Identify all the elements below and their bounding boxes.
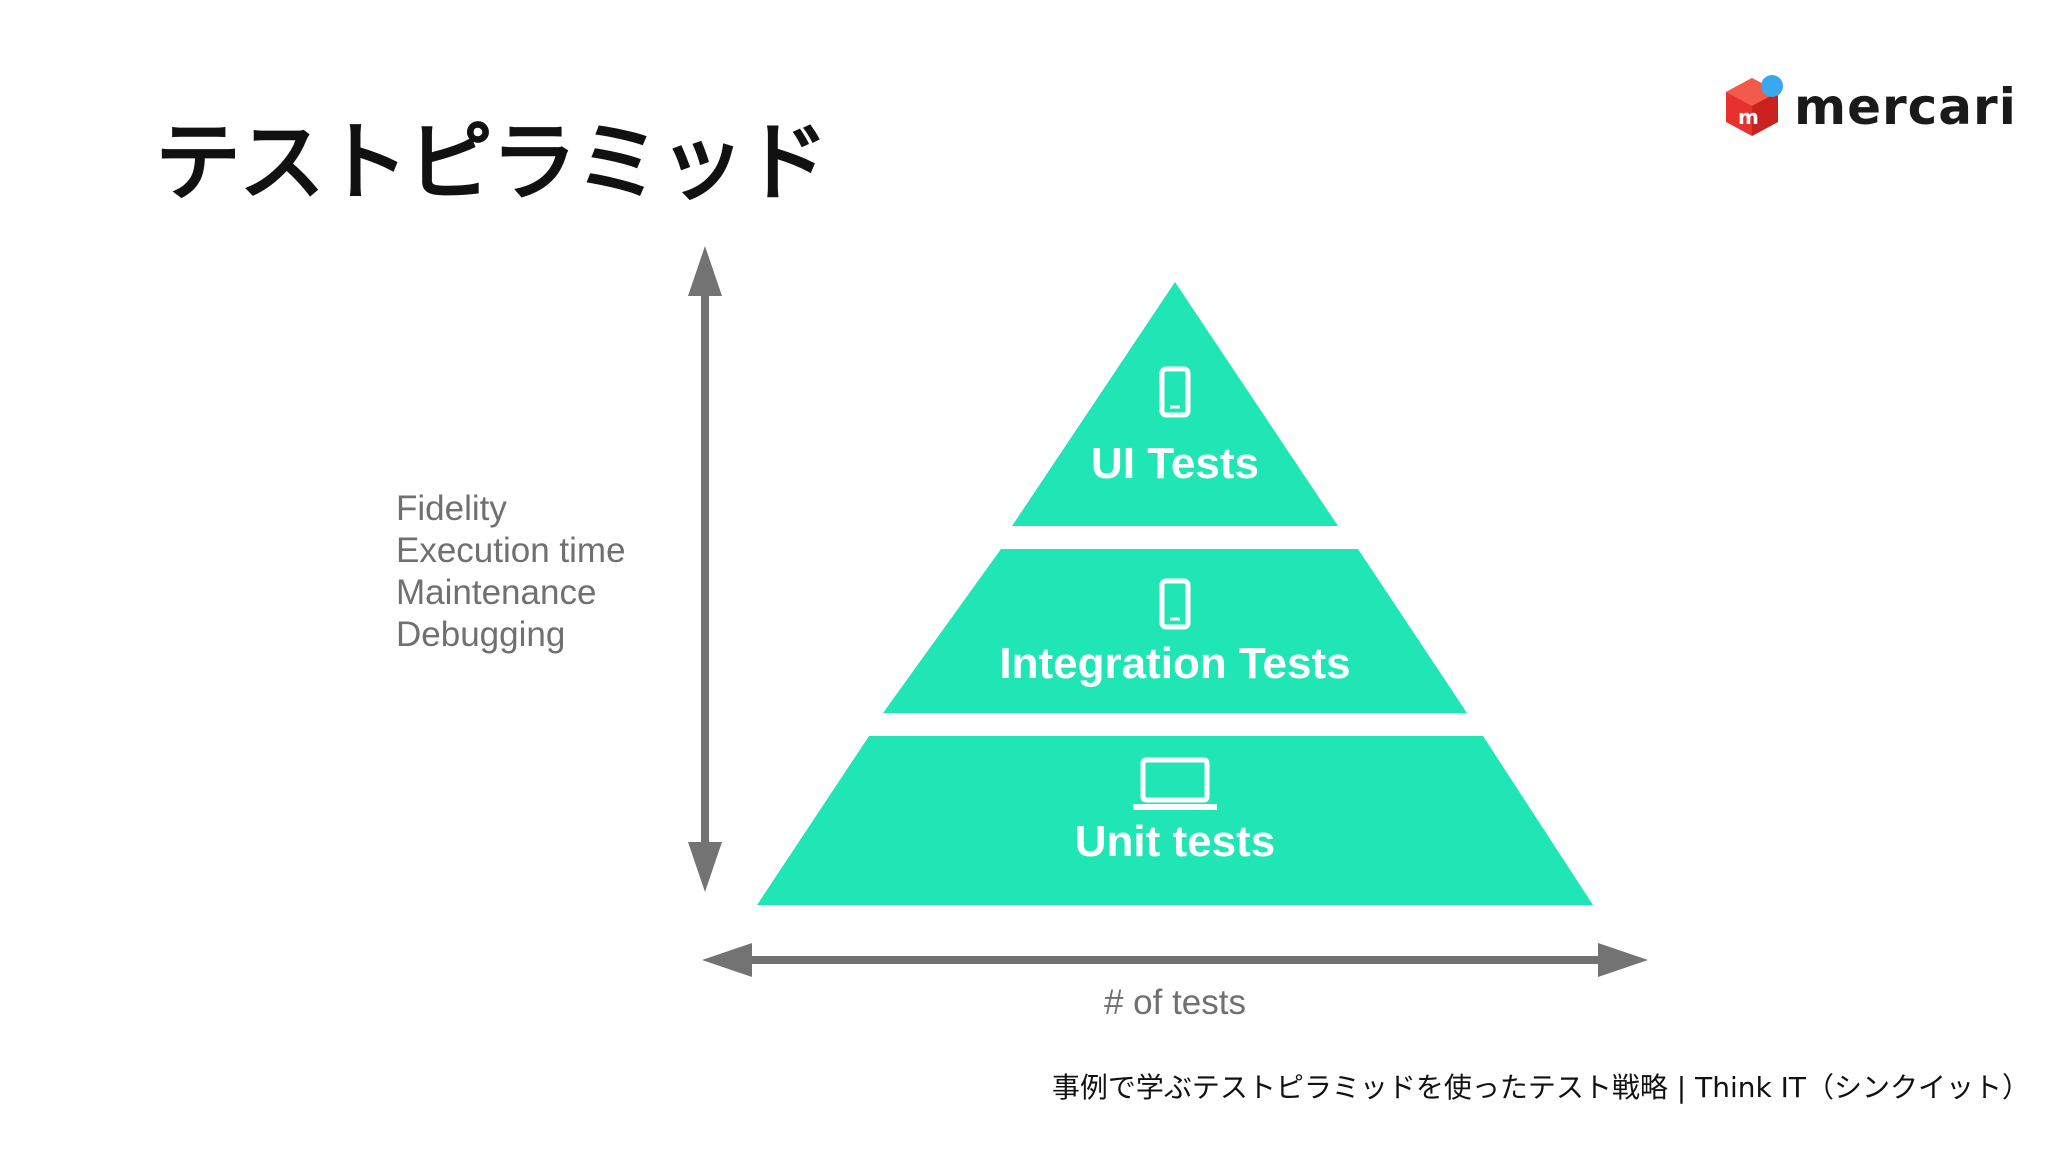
tier-label-integration: Integration Tests xyxy=(999,639,1350,688)
tier-label-ui: UI Tests xyxy=(1091,439,1259,488)
metric-execution-time: Execution time xyxy=(396,531,626,570)
axis-arrow-up-icon xyxy=(688,246,722,296)
pyramid-tier-integration xyxy=(883,549,1467,713)
laptop-icon xyxy=(1133,757,1217,810)
metric-fidelity: Fidelity xyxy=(396,489,507,528)
tier-label-unit: Unit tests xyxy=(1075,817,1275,866)
mercari-logo-mark-icon: m xyxy=(1726,75,1783,136)
x-axis-label: # of tests xyxy=(1103,983,1247,1022)
metrics-list: Fidelity Execution time Maintenance Debu… xyxy=(396,488,626,656)
metric-maintenance: Maintenance xyxy=(396,573,597,612)
pyramid-tier-ui xyxy=(1012,282,1338,526)
source-caption: 事例で学ぶテストピラミッドを使ったテスト戦略 | Think IT（シンクイット… xyxy=(1051,1071,2030,1104)
smartphone-icon xyxy=(1159,578,1191,630)
axis-arrow-left-icon xyxy=(702,943,752,977)
logo-wordmark: mercari xyxy=(1794,78,2017,136)
axis-arrow-down-icon xyxy=(688,842,722,892)
horizontal-axis xyxy=(702,943,1648,977)
logo-mark-letter: m xyxy=(1738,105,1759,129)
smartphone-icon xyxy=(1159,366,1191,418)
pyramid-tier-unit xyxy=(757,736,1593,905)
metric-debugging: Debugging xyxy=(396,615,566,654)
axis-arrow-right-icon xyxy=(1598,943,1648,977)
page-title: テストピラミッド xyxy=(155,113,829,213)
vertical-axis xyxy=(688,246,722,892)
